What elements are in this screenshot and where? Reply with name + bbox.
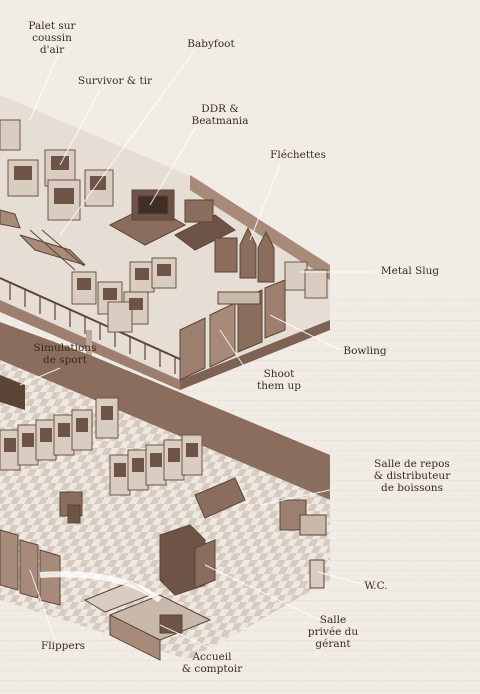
label-wc: W.C. bbox=[364, 580, 388, 592]
label-office: Salle privée du gérant bbox=[307, 614, 359, 650]
label-air-hockey: Palet sur coussin d'air bbox=[28, 20, 76, 56]
label-metal-slug: Metal Slug bbox=[380, 265, 440, 277]
label-ddr: DDR & Beatmania bbox=[191, 103, 249, 127]
label-babyfoot: Babyfoot bbox=[187, 38, 235, 50]
leader-lines bbox=[19, 49, 375, 649]
label-reception: Accueil & comptoir bbox=[181, 651, 243, 675]
label-flechettes: Fléchettes bbox=[270, 149, 326, 161]
label-flippers: Flippers bbox=[40, 640, 86, 652]
label-sport-sims: Simulations de sport bbox=[33, 342, 97, 366]
label-shmup: Shoot them up bbox=[257, 368, 301, 392]
label-lounge: Salle de repos & distributeur de boisson… bbox=[373, 458, 451, 494]
label-survivor: Survivor & tir bbox=[77, 75, 153, 87]
label-bowling: Bowling bbox=[343, 345, 387, 357]
